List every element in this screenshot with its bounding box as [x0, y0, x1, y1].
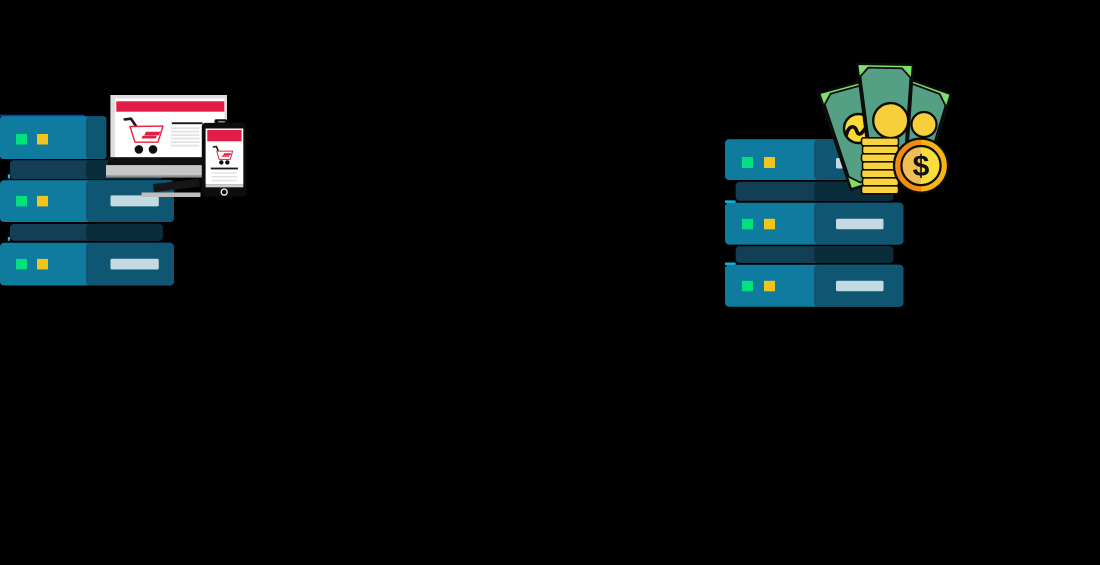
svg-text:$: $: [913, 150, 930, 183]
